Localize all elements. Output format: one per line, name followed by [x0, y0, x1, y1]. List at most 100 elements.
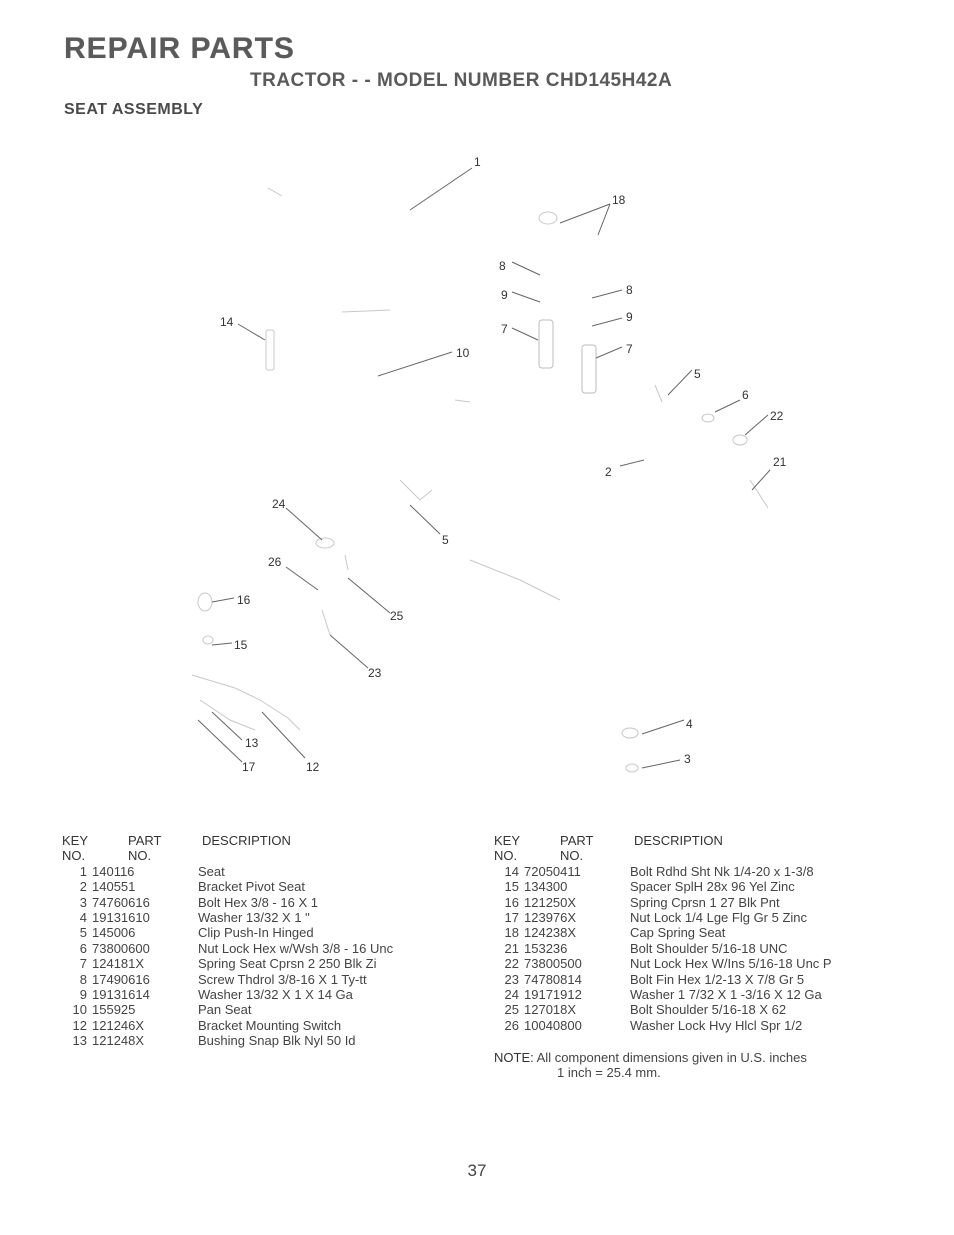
callout-label: 3: [684, 752, 691, 766]
table-row: 15 134300 Spacer SplH 28x 96 Yel Zinc: [494, 879, 832, 894]
key-cell: 3: [79, 894, 87, 910]
page-title: REPAIR PARTS: [64, 32, 295, 65]
part-number-cell: 140551: [92, 879, 136, 895]
table-row: 7 124181X Spring Seat Cprsn 2 250 Blk Zi: [62, 956, 393, 971]
callout-labels: 1 18 8 9 8 9 7 7 14 10 5 6 22 21 2 24 5 …: [220, 155, 787, 774]
key-cell: 2: [79, 879, 87, 895]
key-header: NO.: [62, 848, 86, 864]
callout-label: 22: [770, 409, 784, 423]
key-cell: 4: [79, 910, 87, 926]
description-cell: Spring Cprsn 1 27 Blk Pnt: [630, 894, 780, 910]
callout-label: 5: [694, 367, 701, 381]
description-cell: Bolt Rdhd Sht Nk 1/4-20 x 1-3/8: [630, 863, 814, 879]
key-header: KEY: [494, 833, 521, 848]
description-cell: Spring Seat Cprsn 2 250 Blk Zi: [198, 956, 377, 972]
key-cell: 18: [504, 925, 519, 941]
callout-label: 26: [268, 555, 282, 569]
part-number-cell: 19131614: [92, 987, 150, 1003]
description-cell: Bolt Shoulder 5/16-18 X 62: [630, 1002, 787, 1018]
table-row: 1 140116 Seat: [62, 864, 393, 879]
description-cell: Bolt Hex 3/8 - 16 X 1: [198, 894, 318, 910]
callout-label: 8: [499, 259, 506, 273]
key-header: NO.: [494, 848, 518, 864]
key-cell: 6: [79, 940, 87, 956]
part-header: PART: [128, 833, 162, 848]
callout-label: 12: [306, 760, 320, 774]
part-number-cell: 140116: [92, 863, 135, 879]
part-number-cell: 155925: [92, 1002, 136, 1018]
callout-label: 2: [605, 465, 612, 479]
key-cell: 13: [72, 1033, 87, 1049]
key-cell: 22: [504, 956, 519, 972]
part-number-cell: 123976X: [524, 910, 577, 926]
key-cell: 1: [79, 863, 87, 879]
description-cell: Seat: [198, 863, 225, 879]
callout-label: 21: [773, 455, 787, 469]
description-cell: Washer Lock Hvy Hlcl Spr 1/2: [630, 1017, 803, 1033]
part-number-cell: 17490616: [92, 971, 150, 987]
part-number-cell: 121250X: [524, 894, 577, 910]
key-cell: 24: [504, 987, 519, 1003]
callout-label: 24: [272, 497, 286, 511]
callout-label: 10: [456, 346, 470, 360]
part-number-cell: 134300: [524, 879, 568, 895]
part-number-cell: 121248X: [92, 1033, 145, 1049]
key-cell: 9: [79, 987, 87, 1003]
callout-label: 1: [474, 155, 481, 169]
description-cell: Bushing Snap Blk Nyl 50 Id: [198, 1033, 356, 1049]
key-cell: 26: [504, 1017, 519, 1033]
part-number-cell: 10040800: [524, 1017, 582, 1033]
part-header: NO.: [128, 848, 152, 864]
part-number-cell: 127018X: [524, 1002, 577, 1018]
table-header: KEY PART DESCRIPTION: [62, 833, 393, 848]
parts-table-left: KEY PART DESCRIPTION NO. NO. 1 140116 Seat…: [62, 833, 393, 1049]
table-row: 13 121248X Bushing Snap Blk Nyl 50 Id: [62, 1033, 393, 1048]
part-number-cell: 124181X: [92, 956, 145, 972]
key-cell: 17: [504, 910, 519, 926]
callout-label: 17: [242, 760, 256, 774]
section-heading: SEAT ASSEMBLY: [64, 101, 204, 118]
callout-label: 9: [626, 310, 633, 324]
callout-label: 6: [742, 388, 749, 402]
part-header: NO.: [560, 848, 584, 864]
key-cell: 21: [504, 940, 519, 956]
table-row: 3 74760616 Bolt Hex 3/8 - 16 X 1: [62, 895, 393, 910]
key-cell: 7: [79, 956, 87, 972]
description-cell: Spacer SplH 28x 96 Yel Zinc: [630, 879, 795, 895]
model-subtitle: TRACTOR - - MODEL NUMBER CHD145H42A: [250, 70, 673, 91]
key-cell: 12: [72, 1017, 87, 1033]
table-header: NO. NO.: [62, 848, 393, 863]
callout-label: 23: [368, 666, 382, 680]
note-text: All component dimensions given in U.S. i…: [536, 1050, 807, 1065]
key-cell: 5: [79, 925, 87, 941]
part-number-cell: 19131610: [92, 910, 150, 926]
note-label: NOTE:: [494, 1050, 534, 1065]
callout-label: 18: [612, 193, 626, 207]
description-cell: Cap Spring Seat: [630, 925, 726, 941]
key-cell: 10: [72, 1002, 87, 1018]
key-cell: 15: [504, 879, 519, 895]
dimension-note: NOTE: All component dimensions given in …: [494, 1050, 807, 1080]
key-cell: 23: [504, 971, 519, 987]
part-number-cell: 74780814: [524, 971, 582, 987]
part-number-cell: 74760616: [92, 894, 150, 910]
part-number-cell: 145006: [92, 925, 136, 941]
faint-part-shapes: [191, 187, 769, 773]
key-cell: 14: [504, 863, 519, 879]
part-header: PART: [560, 833, 594, 848]
description-header: DESCRIPTION: [634, 833, 723, 848]
